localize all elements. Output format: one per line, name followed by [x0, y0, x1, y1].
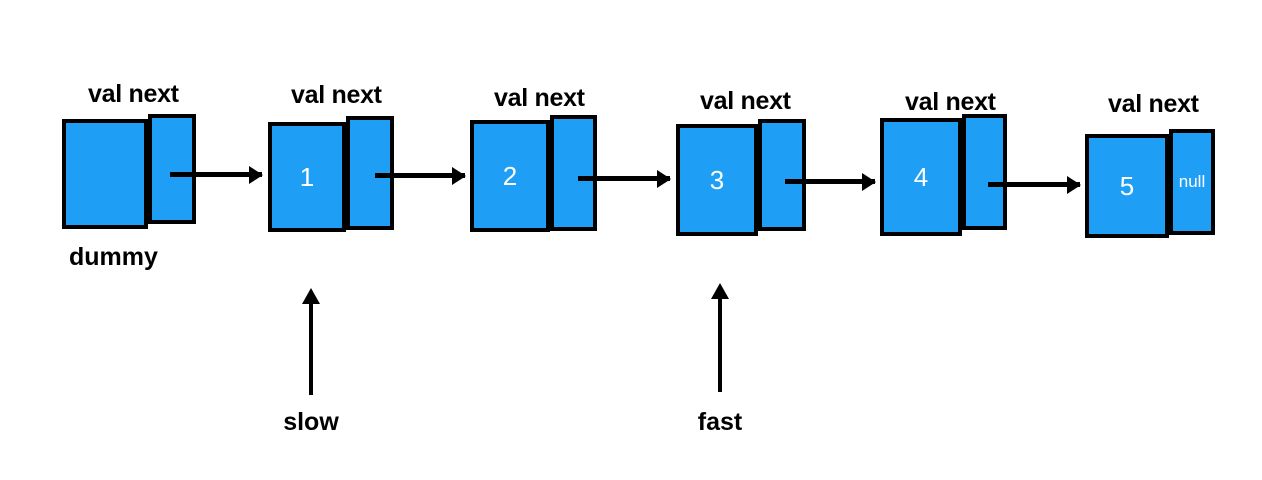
- node-header-label: val next: [88, 80, 179, 108]
- dummy-node-caption: dummy: [69, 243, 158, 271]
- fast-pointer-label: fast: [697, 408, 743, 436]
- node-val-box: 2: [470, 120, 550, 232]
- node-val-box: 1: [268, 122, 346, 232]
- fast-pointer-shaft-icon: [718, 297, 722, 392]
- node-val-box: [62, 119, 148, 229]
- node-val-box: 3: [676, 124, 758, 236]
- node-header-label: val next: [494, 84, 585, 112]
- node-val-box: 4: [880, 118, 962, 236]
- node-next-box: [962, 114, 1007, 230]
- next-pointer-arrow-icon: [375, 173, 465, 178]
- node-header-label: val next: [700, 87, 791, 115]
- next-pointer-arrow-icon: [785, 179, 875, 184]
- fast-pointer-arrowhead-icon: [711, 283, 729, 299]
- slow-pointer-arrowhead-icon: [302, 288, 320, 304]
- node-next-box: [550, 115, 597, 231]
- node-header-label: val next: [905, 88, 996, 116]
- next-pointer-arrow-icon: [578, 176, 670, 181]
- next-pointer-arrow-icon: [988, 182, 1080, 187]
- node-next-box: [148, 114, 196, 224]
- node-header-label: val next: [1108, 90, 1199, 118]
- node-header-label: val next: [291, 81, 382, 109]
- node-next-box: [758, 119, 806, 231]
- node-val-box: 5: [1085, 134, 1169, 238]
- slow-pointer-label: slow: [283, 408, 339, 436]
- slow-pointer-shaft-icon: [309, 302, 313, 395]
- node-next-box: null: [1169, 129, 1215, 235]
- next-pointer-arrow-icon: [170, 172, 262, 177]
